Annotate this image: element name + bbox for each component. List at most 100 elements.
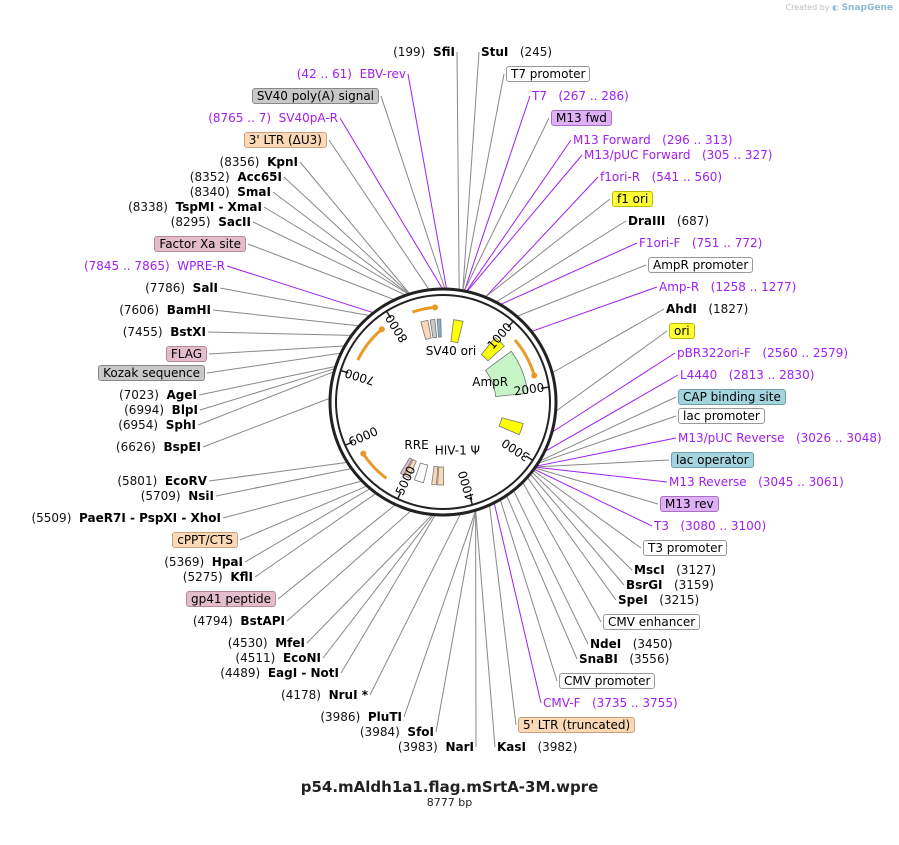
leader-line-3 [464,117,550,291]
leader-line-38 [328,139,430,290]
leader-line-46 [219,287,369,316]
leader-line-66 [369,514,461,696]
plasmid-size: 8777 bp [426,796,473,809]
leader-line-40 [283,176,410,294]
leader-line-51 [198,366,335,396]
leader-line-50 [206,352,341,374]
leader-line-9 [501,242,638,305]
inner-label: SV40 ori [426,344,477,358]
tick-mark-1000 [507,320,514,328]
feature-box-2 [436,318,442,338]
tick-mark-5000 [396,491,402,500]
leader-line-21 [535,467,659,505]
tick-label: 3000 [499,436,532,464]
leader-line-22 [534,469,653,527]
tick-mark-2000 [540,386,550,390]
leader-line-1 [462,73,505,290]
leader-line-56 [215,468,351,497]
leader-line-7 [485,198,611,297]
leader-line-39 [299,161,410,294]
leader-line-47 [212,309,359,327]
ampr-gene-block [484,350,528,397]
leader-line-53 [197,371,334,426]
leader-line-36 [380,95,446,289]
tick-label: 5000 [393,464,419,498]
leader-line-28 [513,491,589,645]
tick-mark-7000 [340,369,349,374]
leader-line-27 [522,482,602,623]
leader-line-20 [536,466,668,483]
promoter-arrow-0 [450,319,464,344]
leader-line-30 [500,500,558,682]
leader-line-48 [207,331,351,336]
leader-line-32 [489,505,517,726]
leader-line-58 [239,485,367,541]
leader-line-65 [340,515,436,674]
leader-line-52 [199,368,335,411]
leader-line-16 [540,396,677,462]
tick-label: 4000 [455,469,477,502]
snapgene-logo-icon: ◐ [832,3,840,12]
plasmid-backbone [328,287,558,517]
feature-box-7 [404,459,417,479]
tick-mark-6000 [344,441,353,447]
leader-line-6 [485,176,599,297]
feature-arc-head-1 [378,326,385,333]
inner-label: HIV-1 Ψ [435,443,480,457]
tick-mark-4000 [469,496,474,506]
snapgene-credit: Created by ◐ SnapGene [785,3,893,13]
leader-line-62 [286,510,411,622]
feature-box-5 [413,462,429,484]
leader-line-54 [202,398,330,448]
leader-line-31 [493,503,542,704]
leader-line-49 [208,345,344,355]
leader-line-55 [208,462,347,482]
feature-box-6 [399,457,413,476]
tick-mark-8000 [385,310,392,319]
promoter-arrow-1 [480,336,505,362]
leader-line-25 [530,474,625,586]
leader-line-5 [467,154,583,292]
tick-label: 2000 [513,380,545,398]
credit-prefix: Created by [785,3,830,12]
leader-line-18 [537,437,677,467]
leader-line-68 [435,511,477,733]
leader-line-57 [222,480,362,519]
backbone-outer-ring [328,287,558,517]
feature-arc-head-0 [432,304,439,311]
leader-line-10 [517,264,647,317]
leader-lines [197,51,679,748]
leader-line-42 [263,206,409,295]
leader-line-26 [527,477,617,601]
feature-box-1 [429,318,438,339]
leader-line-44 [247,243,394,300]
leader-line-29 [506,496,578,660]
plasmid-name: p54.mAldh1a1.flag.mSrtA-3M.wpre [300,778,599,796]
leader-line-64 [322,515,434,659]
inner-label: AmpR [472,375,508,389]
leader-line-60 [254,493,376,578]
feature-box-4 [431,465,439,486]
leader-line-63 [306,515,432,644]
leader-line-59 [244,488,370,563]
leader-line-17 [539,415,677,464]
feature-arc-2 [362,452,388,480]
leader-line-8 [496,220,627,302]
tick-mark-3000 [525,455,534,461]
leader-line-12 [552,308,665,373]
leader-line-41 [272,191,409,294]
feature-box-3 [437,466,444,486]
feature-arc-head-2 [360,450,367,457]
leader-line-19 [536,459,670,468]
leader-line-61 [277,504,395,600]
leader-line-33 [475,511,496,748]
leader-line-4 [466,139,572,291]
leader-line-15 [545,374,679,452]
leader-line-2 [464,95,531,291]
leader-line-34 [456,51,460,290]
leader-line-24 [532,472,633,571]
promoter-arrow-2 [498,417,524,436]
leader-line-37 [339,117,443,289]
tick-label: 6000 [346,424,380,449]
